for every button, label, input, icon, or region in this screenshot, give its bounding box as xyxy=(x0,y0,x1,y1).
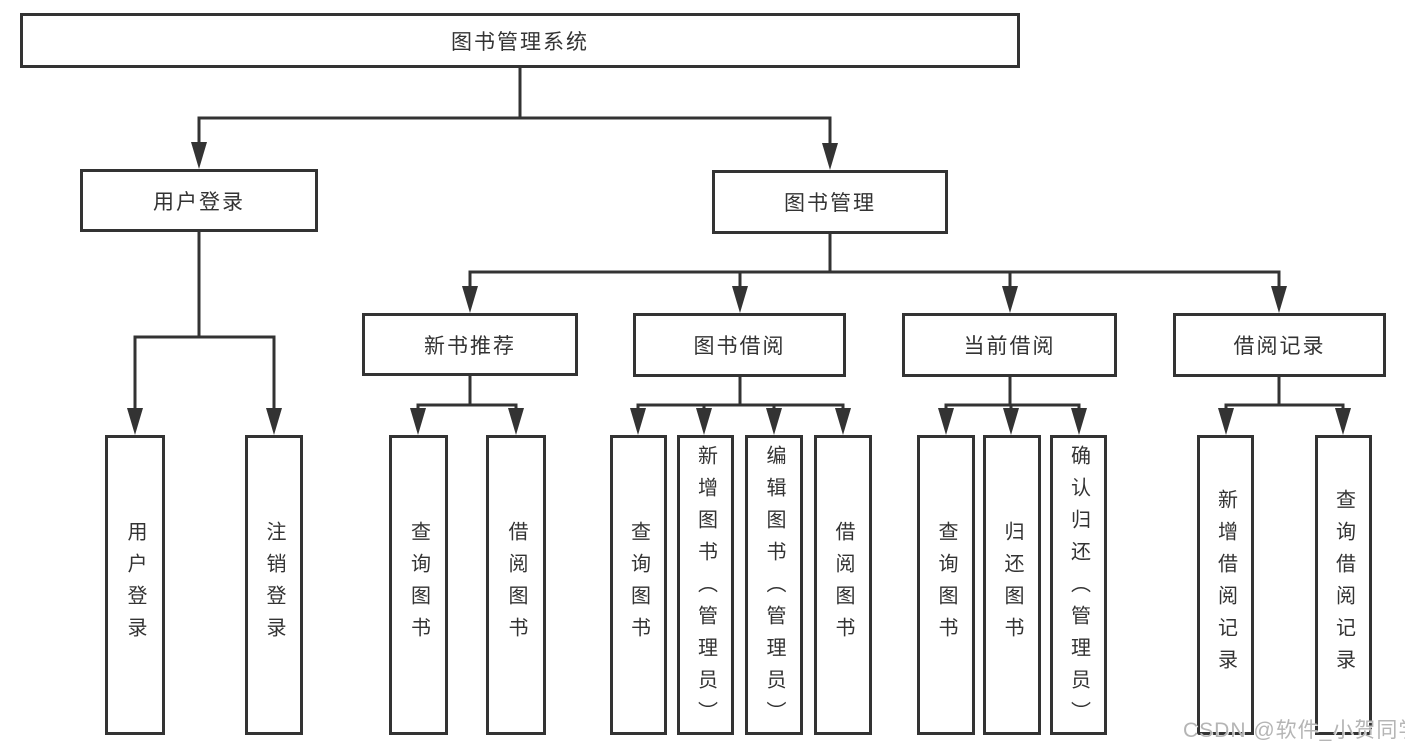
node-current-borrowing: 当前借阅 xyxy=(902,313,1117,377)
leaf-borrow-books-recommend: 借阅图书 xyxy=(486,435,546,735)
leaf-add-borrow-record: 新增借阅记录 xyxy=(1197,435,1254,735)
node-label: 新增借阅记录 xyxy=(1214,489,1237,681)
leaf-user-login: 用户登录 xyxy=(105,435,165,735)
node-label: 确认归还（管理员） xyxy=(1067,445,1090,733)
leaf-return-books: 归还图书 xyxy=(983,435,1041,735)
leaf-query-books-current: 查询图书 xyxy=(917,435,975,735)
node-label: 借阅图书 xyxy=(832,521,854,649)
node-label: 借阅图书 xyxy=(505,521,527,649)
node-book-borrowing: 图书借阅 xyxy=(633,313,846,377)
node-borrowing-records: 借阅记录 xyxy=(1173,313,1386,377)
leaf-borrow-books-borrowing: 借阅图书 xyxy=(814,435,872,735)
node-library-system: 图书管理系统 xyxy=(20,13,1020,68)
leaf-query-borrow-record: 查询借阅记录 xyxy=(1315,435,1372,735)
leaf-logout: 注销登录 xyxy=(245,435,303,735)
node-user-login: 用户登录 xyxy=(80,169,318,232)
leaf-query-books-recommend: 查询图书 xyxy=(389,435,448,735)
node-label: 新书推荐 xyxy=(424,334,516,358)
node-label: 查询图书 xyxy=(627,521,650,649)
node-label: 借阅记录 xyxy=(1233,335,1326,358)
node-book-management: 图书管理 xyxy=(712,170,948,234)
leaf-query-books-borrowing: 查询图书 xyxy=(610,435,667,735)
node-label: 注销登录 xyxy=(263,521,285,649)
node-label: 用户登录 xyxy=(153,190,245,214)
node-label: 归还图书 xyxy=(1001,521,1023,649)
node-label: 用户登录 xyxy=(124,521,146,649)
node-label: 图书借阅 xyxy=(693,335,786,358)
leaf-add-books-admin: 新增图书（管理员） xyxy=(677,435,734,735)
node-label: 查询图书 xyxy=(935,521,957,649)
node-label: 新增图书（管理员） xyxy=(694,445,717,733)
node-new-book-recommendation: 新书推荐 xyxy=(362,313,578,376)
csdn-watermark: CSDN @软件_小贺同学 xyxy=(1183,719,1405,742)
leaf-confirm-return-admin: 确认归还（管理员） xyxy=(1050,435,1107,735)
leaf-edit-books-admin: 编辑图书（管理员） xyxy=(745,435,803,735)
node-label: 查询图书 xyxy=(407,521,430,649)
node-label: 图书管理系统 xyxy=(451,30,589,54)
node-label: 图书管理 xyxy=(784,192,876,215)
node-label: 编辑图书（管理员） xyxy=(763,445,785,733)
node-label: 查询借阅记录 xyxy=(1332,489,1355,681)
node-label: 当前借阅 xyxy=(963,335,1056,358)
